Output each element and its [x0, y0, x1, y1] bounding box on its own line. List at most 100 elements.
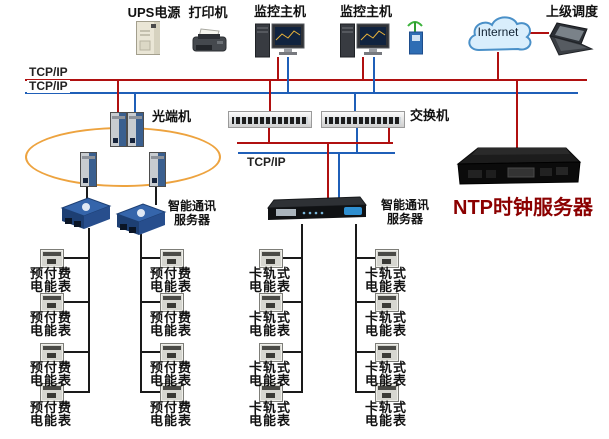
optical-terminal-icon	[127, 112, 144, 147]
meter-label: 卡轨式电能表	[238, 311, 302, 337]
meter-label-line1: 卡轨式	[364, 266, 407, 281]
dispatch-label: 上级调度	[545, 4, 598, 19]
meter-label-line2: 电能表	[149, 373, 192, 388]
comm-server-mid-label-2: 服务器	[386, 212, 423, 226]
link-bluemid-commmid	[338, 152, 340, 198]
link-host2-bluebus	[373, 57, 375, 93]
comm-server-left-label-2: 服务器	[173, 213, 210, 227]
meter-label: 预付费电能表	[139, 267, 203, 293]
meter-icon	[259, 249, 283, 268]
switch2-icon	[321, 111, 405, 128]
monitor-host2-icon	[340, 23, 390, 58]
link-switch2-bluemid	[356, 126, 358, 153]
meter-label: 卡轨式电能表	[354, 267, 418, 293]
stub	[356, 351, 377, 353]
printer-icon	[192, 28, 227, 52]
meter-icon	[160, 343, 184, 362]
link-bluebus-switch2	[354, 92, 356, 111]
comm-server-left-label-1: 智能通讯	[167, 199, 216, 213]
meter-icon	[40, 249, 64, 268]
tcpip-label-blue-bus: TCP/IP	[27, 79, 70, 93]
stub	[141, 301, 161, 303]
meter-label: 卡轨式电能表	[238, 267, 302, 293]
meter-icon	[259, 293, 283, 312]
meter-icon	[259, 343, 283, 362]
ups-label: UPS电源	[127, 5, 181, 20]
meter-label-line2: 电能表	[149, 323, 192, 338]
meter-label-line1: 卡轨式	[364, 400, 407, 415]
switch1-icon	[228, 111, 312, 128]
meter-icon	[375, 343, 399, 362]
meter-label-line2: 电能表	[149, 279, 192, 294]
meter-label-line1: 卡轨式	[248, 360, 291, 375]
tcpip-label-red-bus: TCP/IP	[27, 65, 70, 79]
meter-label-line2: 电能表	[29, 373, 72, 388]
link-redbus-switch1	[269, 80, 271, 111]
link-bluebus-optical	[134, 92, 136, 113]
optical-terminal-icon	[149, 152, 166, 187]
meter-label-line2: 电能表	[248, 413, 291, 428]
meter-label: 卡轨式电能表	[354, 361, 418, 387]
meter-label-line2: 电能表	[364, 373, 407, 388]
stub	[356, 301, 377, 303]
meter-icon	[40, 383, 64, 402]
meter-label-line2: 电能表	[364, 413, 407, 428]
stub	[356, 391, 377, 393]
bus-tcpip-blue	[25, 92, 578, 94]
meter-label-line1: 预付费	[29, 400, 72, 415]
comm-server-left2-icon	[115, 203, 167, 235]
meter-icon	[160, 293, 184, 312]
link-switch1-redmid	[268, 126, 270, 143]
bus-tcpip-red	[25, 79, 587, 81]
meter-label-line1: 预付费	[29, 266, 72, 281]
meter-label-line2: 电能表	[248, 323, 291, 338]
ntp-server-label: NTP时钟服务器	[453, 197, 593, 219]
mid-bus-blue	[238, 152, 395, 154]
mid-bus-red	[237, 142, 393, 144]
meter-label-line2: 电能表	[29, 279, 72, 294]
meter-label-line1: 预付费	[149, 310, 192, 325]
link-host2-redbus	[362, 57, 364, 80]
link-optical-commleft1	[86, 185, 88, 199]
meter-label: 预付费电能表	[19, 361, 83, 387]
meter-label-line1: 预付费	[149, 360, 192, 375]
meter-icon	[375, 249, 399, 268]
internet-cloud	[468, 16, 532, 52]
stub	[141, 391, 161, 393]
link-optical-commleft2	[155, 185, 157, 205]
meter-label: 预付费电能表	[139, 361, 203, 387]
stub	[62, 391, 89, 393]
printer-label: 打印机	[188, 5, 228, 20]
link-switch2-redmid	[388, 126, 390, 143]
meter-icon	[259, 383, 283, 402]
feeder-column3	[301, 224, 303, 393]
meter-label: 预付费电能表	[19, 401, 83, 427]
feeder-column2	[140, 234, 142, 393]
meter-icon	[375, 383, 399, 402]
meter-label-line1: 预付费	[149, 266, 192, 281]
meter-label-line1: 卡轨式	[248, 400, 291, 415]
meter-label-line2: 电能表	[29, 323, 72, 338]
link-cloud-redbus	[497, 52, 499, 80]
optical-terminal-label: 光端机	[152, 109, 192, 124]
comm-server-left1-icon	[60, 197, 112, 229]
link-redmid-commmid	[327, 142, 329, 198]
monitor-host1-label: 监控主机	[253, 4, 306, 19]
meter-label: 卡轨式电能表	[238, 401, 302, 427]
stub	[141, 351, 161, 353]
stub	[281, 391, 302, 393]
stub	[141, 257, 161, 259]
meter-label: 卡轨式电能表	[354, 401, 418, 427]
link-cloud-laptop	[525, 32, 549, 34]
meter-label-line2: 电能表	[248, 373, 291, 388]
meter-label: 预付费电能表	[19, 311, 83, 337]
meter-label-line2: 电能表	[364, 279, 407, 294]
stub	[356, 257, 377, 259]
feeder-column1	[88, 228, 90, 393]
meter-label-line1: 卡轨式	[364, 360, 407, 375]
stub	[62, 301, 89, 303]
meter-label: 预付费电能表	[139, 311, 203, 337]
meter-label-line1: 预付费	[29, 310, 72, 325]
meter-icon	[40, 293, 64, 312]
